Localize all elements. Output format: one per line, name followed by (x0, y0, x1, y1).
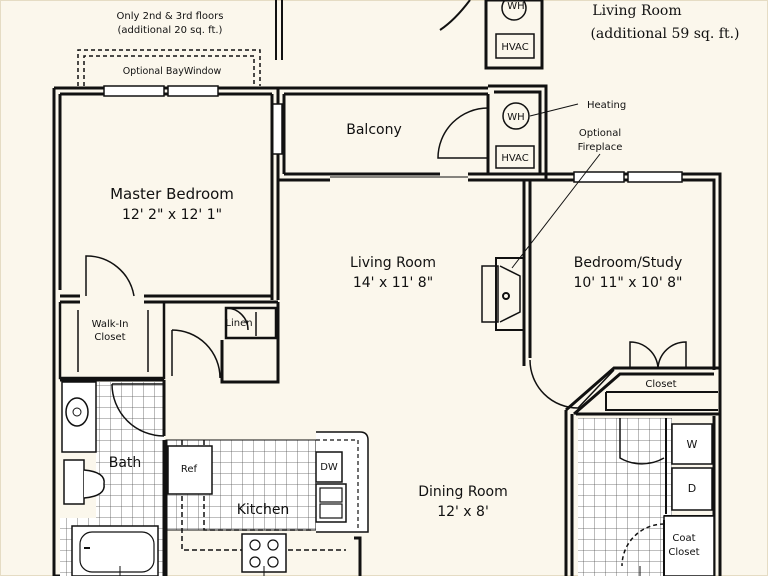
bay-window-outline (77, 49, 261, 86)
hvac-label-top: HVAC (501, 42, 528, 53)
dryer-label: D (688, 482, 696, 495)
dining-room-label: Dining Room (418, 484, 508, 500)
wh-label-top: WH (507, 1, 524, 12)
kitchen-label: Kitchen (237, 502, 290, 518)
dining-room-dims: 12' x 8' (437, 504, 489, 520)
wh-label: WH (507, 112, 524, 123)
master-bedroom-label: Master Bedroom (110, 185, 234, 203)
top-partial-plan (275, 0, 544, 70)
master-bedroom-door (171, 329, 221, 379)
note-fireplace-2: Fireplace (578, 142, 623, 153)
windows (103, 85, 683, 183)
bedroom-study-label: Bedroom/Study (574, 255, 682, 271)
note-heating: Heating (587, 100, 626, 111)
master-bedroom-dims: 12' 2" x 12' 1" (122, 207, 222, 223)
bath-area (60, 378, 166, 576)
closet-label: Closet (645, 379, 676, 390)
note-fireplace-1: Optional (579, 128, 621, 139)
leader-lines (511, 103, 601, 269)
linen-closet (224, 306, 278, 340)
note-upper-floors-2: (additional 20 sq. ft.) (118, 25, 223, 36)
bath-label: Bath (109, 455, 142, 471)
note-bay-window: Optional BayWindow (123, 66, 222, 77)
walk-in-closet-label-2: Closet (94, 332, 125, 343)
note-living-room-top-1: Living Room (592, 3, 681, 19)
living-room-dims: 14' x 11' 8" (353, 275, 433, 291)
master-bedroom-walls (58, 94, 280, 380)
washer-label: W (687, 438, 698, 451)
linen-label: Linen (225, 318, 252, 329)
bedroom-study-walls (522, 180, 720, 576)
living-room-label: Living Room (350, 255, 436, 271)
note-upper-floors-1: Only 2nd & 3rd floors (117, 11, 224, 22)
walk-in-door (85, 255, 135, 297)
coat-closet-label-1: Coat (672, 533, 695, 544)
dw-label: DW (320, 462, 338, 473)
laundry-area (578, 418, 715, 576)
labels: Only 2nd & 3rd floors (additional 20 sq.… (92, 1, 740, 558)
study-closet-doors (629, 341, 687, 369)
kitchen-area (164, 431, 369, 576)
bedroom-study-dims: 10' 11" x 10' 8" (573, 275, 682, 291)
balcony-door (437, 94, 490, 174)
hvac-label: HVAC (501, 153, 528, 164)
walk-in-closet-label-1: Walk-In (92, 319, 129, 330)
balcony-label: Balcony (346, 122, 402, 138)
note-living-room-top-2: (additional 59 sq. ft.) (590, 26, 739, 42)
bottom-ticks (119, 566, 641, 576)
coat-closet-label-2: Closet (668, 547, 699, 558)
utility-closet (495, 102, 535, 169)
study-door (529, 359, 615, 409)
ref-label: Ref (181, 464, 198, 475)
